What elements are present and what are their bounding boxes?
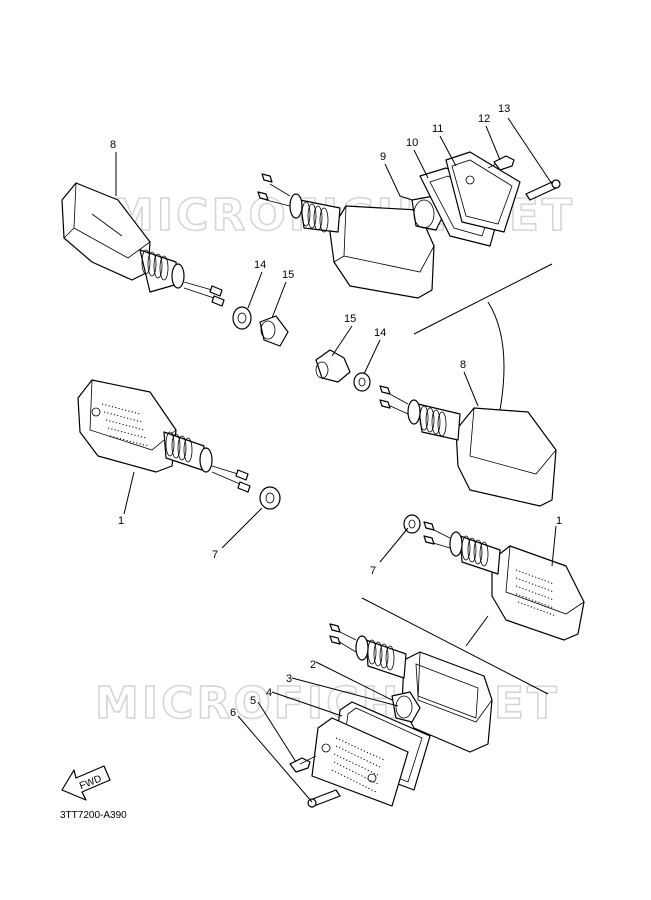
screw-6 <box>307 789 341 808</box>
callout-6: 6 <box>230 707 236 719</box>
screw-12 <box>487 155 515 171</box>
assembly-divider-lower <box>361 597 549 695</box>
callout-1-right: 1 <box>556 515 562 527</box>
grommet-14-left <box>232 306 252 330</box>
figure-code: 3TT7200-A390 <box>60 810 127 821</box>
callout-15-right: 15 <box>344 313 356 325</box>
lens-11 <box>445 151 521 233</box>
callout-2: 2 <box>310 659 316 671</box>
grommet-7-left <box>259 486 281 510</box>
callout-3: 3 <box>286 673 292 685</box>
callout-7-left: 7 <box>212 549 218 561</box>
callout-14-right: 14 <box>374 327 386 339</box>
lens-2-front <box>311 717 409 807</box>
grommet-14-right <box>353 372 371 392</box>
callout-13: 13 <box>498 103 510 115</box>
rear-flasher-right-housing <box>379 385 557 507</box>
callout-numbers: 8 9 10 11 12 13 14 15 15 14 8 1 7 1 7 2 … <box>110 103 562 719</box>
callout-11: 11 <box>432 123 443 135</box>
front-flasher-left-housing <box>61 182 225 307</box>
assembly-divider-curve-upper <box>413 263 553 411</box>
callout-4: 4 <box>266 687 272 699</box>
callout-5: 5 <box>250 695 256 707</box>
screw-13 <box>525 179 561 201</box>
leader-lines <box>115 117 557 803</box>
front-flasher-right-housing <box>257 173 435 299</box>
cover-15-left <box>259 315 289 347</box>
rear-flasher-left-assembly <box>77 379 251 493</box>
callout-14-left: 14 <box>254 259 266 271</box>
callout-10: 10 <box>406 137 418 149</box>
forward-direction-arrow-icon: FWD <box>61 765 111 801</box>
callout-15-left: 15 <box>282 269 294 281</box>
callout-12: 12 <box>478 113 490 125</box>
bulb-3 <box>391 691 421 723</box>
screw-5 <box>289 755 317 773</box>
callout-7-right: 7 <box>370 565 376 577</box>
cover-15-right <box>315 349 351 383</box>
front-flasher-right-assembly <box>423 521 585 641</box>
callout-9: 9 <box>380 151 386 163</box>
callout-8-lower: 8 <box>460 359 466 371</box>
callout-8-upper: 8 <box>110 139 116 151</box>
flasher-body-2 <box>329 623 493 753</box>
callout-1-left: 1 <box>118 515 124 527</box>
